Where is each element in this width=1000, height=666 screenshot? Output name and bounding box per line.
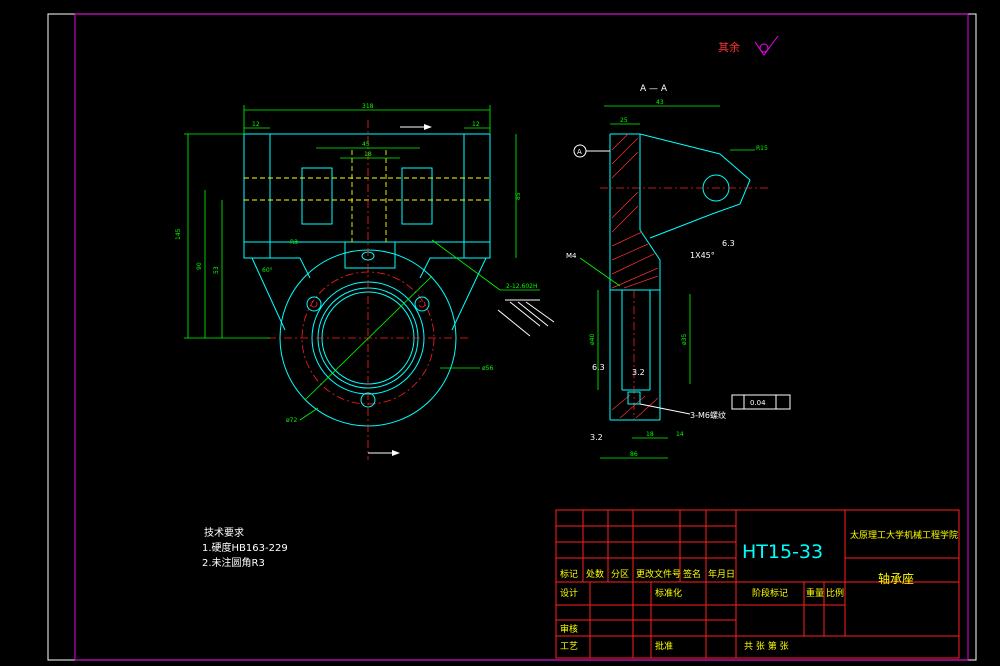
svg-text:处数: 处数	[586, 568, 604, 580]
part-name: 轴承座	[878, 571, 914, 586]
svg-text:M4: M4	[566, 252, 577, 260]
svg-text:3.2: 3.2	[632, 368, 645, 377]
svg-text:审核: 审核	[560, 623, 578, 635]
svg-text:批准: 批准	[655, 640, 673, 652]
svg-text:12: 12	[252, 121, 260, 128]
svg-text:年月日: 年月日	[708, 568, 735, 580]
svg-text:阶段标记: 阶段标记	[752, 587, 788, 599]
svg-text:设计: 设计	[560, 587, 578, 599]
svg-text:2-12.602H: 2-12.602H	[506, 283, 538, 290]
roughness-label: 其余	[718, 40, 740, 54]
svg-text:技术要求: 技术要求	[204, 526, 244, 539]
svg-text:18: 18	[646, 431, 654, 438]
front-view	[243, 120, 555, 460]
svg-text:90: 90	[196, 262, 203, 270]
svg-text:标记: 标记	[560, 568, 578, 580]
svg-text:53: 53	[213, 266, 220, 274]
section-view: A — A	[573, 84, 770, 421]
svg-text:共 张 第 张: 共 张 第 张	[744, 640, 789, 652]
svg-text:A: A	[577, 148, 582, 156]
school-name: 太原理工大学机械工程学院	[850, 529, 958, 541]
svg-text:ø40: ø40	[589, 334, 596, 345]
svg-text:3-M6螺纹: 3-M6螺纹	[690, 410, 726, 420]
svg-text:45: 45	[362, 141, 370, 148]
svg-text:85: 85	[515, 192, 522, 200]
material-label: HT15-33	[742, 541, 823, 563]
svg-text:0.04: 0.04	[750, 399, 766, 407]
svg-text:6.3: 6.3	[722, 239, 735, 248]
svg-text:ø35: ø35	[681, 334, 688, 345]
svg-text:工艺: 工艺	[560, 641, 578, 652]
svg-text:重量: 重量	[806, 587, 824, 599]
svg-text:比例: 比例	[826, 587, 844, 599]
section-dimensions: 43 25 R15 M4 1X45° 6.3 6.3 3.2 3.2 ø40 ø…	[566, 99, 791, 459]
svg-text:25: 25	[620, 117, 628, 124]
svg-text:1.硬度HB163-229: 1.硬度HB163-229	[202, 541, 288, 554]
section-title: A — A	[640, 84, 668, 94]
technical-requirements: 技术要求 1.硬度HB163-229 2.未注圆角R3	[202, 526, 288, 569]
svg-text:43: 43	[656, 99, 664, 106]
svg-text:12: 12	[472, 121, 480, 128]
drawing-frame	[74, 13, 969, 661]
svg-text:86: 86	[630, 451, 638, 458]
svg-text:145: 145	[175, 228, 182, 240]
svg-text:ø72: ø72	[286, 417, 297, 424]
front-dimensions: 318 12 12 45 18 145 90 53 85 60° R3 2-12…	[175, 103, 540, 424]
sheet-border	[47, 13, 977, 661]
title-block: HT15-33 太原理工大学机械工程学院 轴承座 标记 处数 分区 更改文件号 …	[555, 509, 960, 659]
svg-text:2.未注圆角R3: 2.未注圆角R3	[202, 556, 265, 569]
svg-text:ø56: ø56	[482, 365, 493, 372]
svg-text:标准化: 标准化	[655, 587, 682, 599]
svg-text:R3: R3	[290, 239, 298, 246]
svg-text:1X45°: 1X45°	[690, 251, 715, 260]
svg-text:签名: 签名	[683, 568, 701, 580]
svg-text:18: 18	[364, 151, 372, 158]
svg-text:3.2: 3.2	[590, 433, 603, 442]
svg-text:14: 14	[676, 431, 684, 438]
svg-text:更改文件号: 更改文件号	[636, 568, 681, 580]
svg-text:分区: 分区	[611, 569, 629, 580]
svg-text:318: 318	[362, 103, 374, 110]
roughness-symbol-icon	[754, 35, 779, 56]
svg-text:R15: R15	[756, 145, 768, 152]
svg-text:60°: 60°	[262, 267, 273, 274]
